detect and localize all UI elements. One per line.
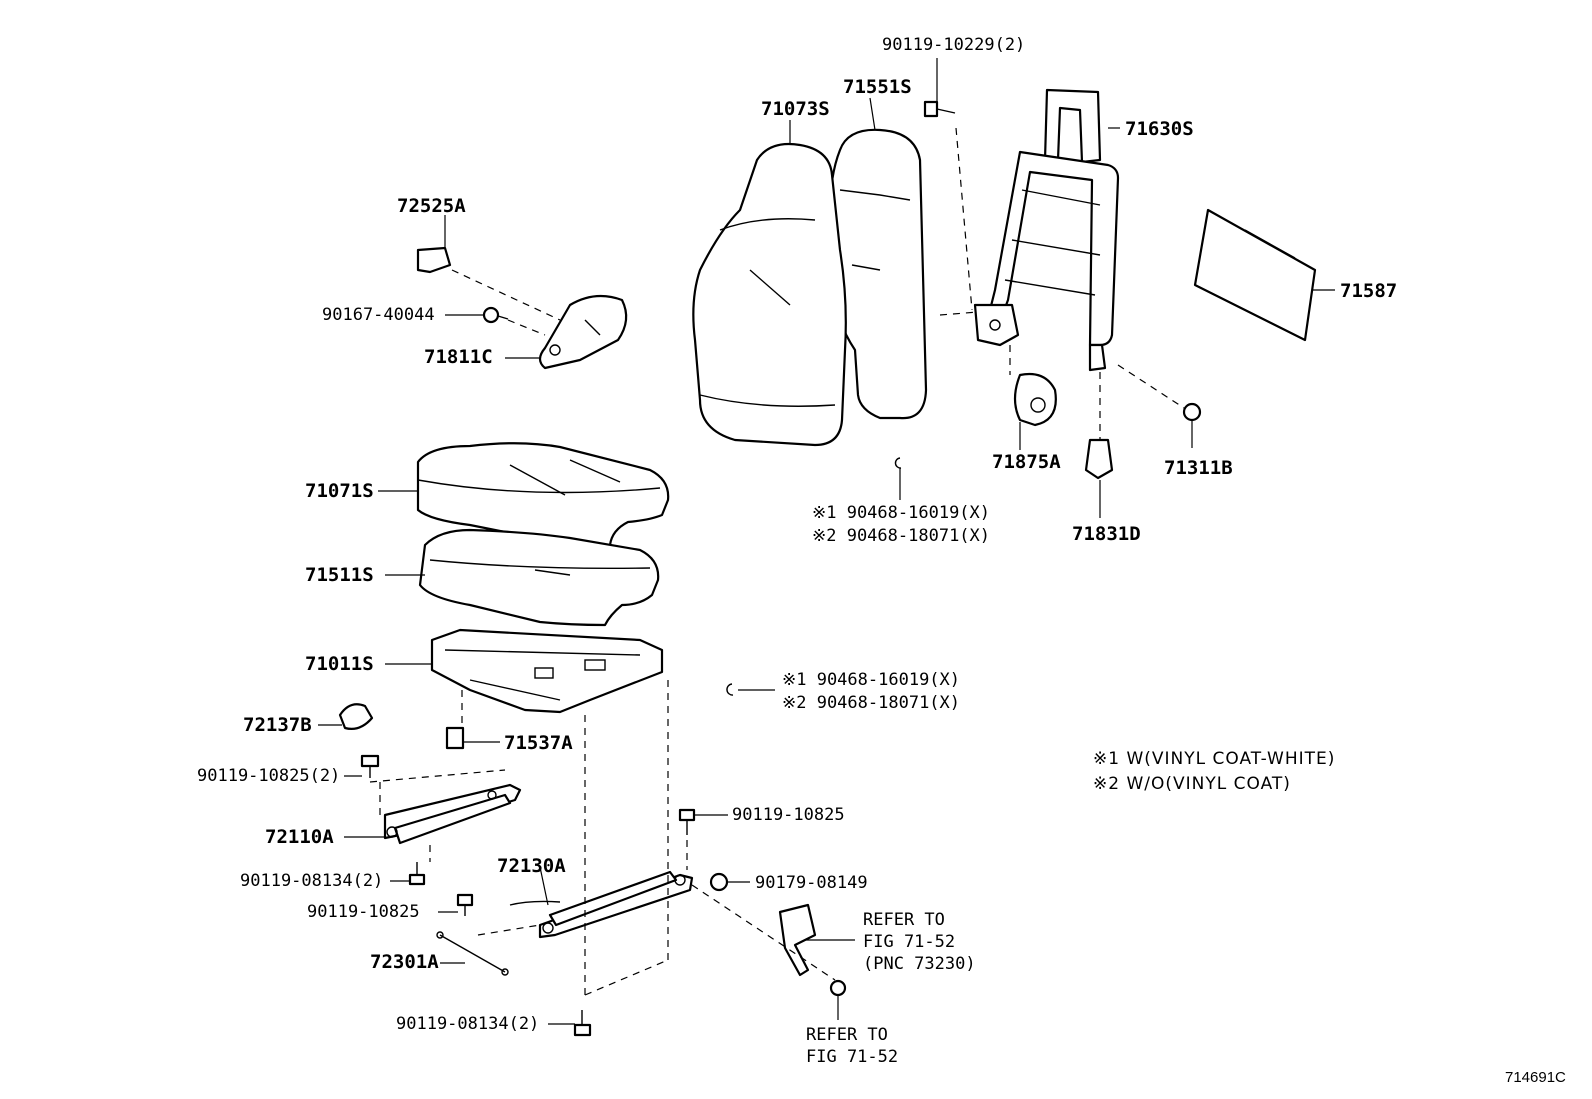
screw-90167-40044 [482,306,509,324]
cushion-cover-71071s [416,442,670,547]
label-refer-bolt-2: FIG 71-52 [806,1047,898,1067]
cable-72301a [436,931,509,976]
label-71011s: 71011S [305,653,374,675]
label-90119-10825-2: 90119-10825(2) [197,766,340,786]
label-71537a: 71537A [504,732,573,754]
refer-labels: REFER TO FIG 71-52 (PNC 73230) REFER TO … [806,910,976,1067]
label-71831d: 71831D [1072,523,1141,545]
label-back-grommet-2: ※2 90468-18071(X) [812,526,990,546]
label-72130a: 72130A [497,855,566,877]
label-72110a: 72110A [265,826,334,848]
figure-id: 714691C [1505,1069,1566,1086]
label-72301a: 72301A [370,951,439,973]
label-71811c: 71811C [424,346,493,368]
bolt-90119-08134-a [408,862,426,886]
bolt-90119-10229 [923,100,956,118]
label-90119-10825-c: 90119-10825 [307,902,420,922]
label-71071s: 71071S [305,480,374,502]
label-71311b: 71311B [1164,457,1233,479]
note-without-vinyl-coat: ※2 W/O(VINYL COAT) [1093,774,1291,794]
label-refer-belt-1: REFER TO [863,910,945,930]
grommet-labels: ※1 90468-16019(X) ※2 90468-18071(X) ※1 9… [782,503,990,713]
note-vinyl-coat-white: ※1 W(VINYL COAT-WHITE) [1093,749,1335,769]
part-labels: 90119-10229(2) 71551S 71073S 71630S 7252… [197,35,1397,1034]
grommet-cushion [726,683,734,696]
cap-72137b [338,703,374,730]
clip-71831d [1084,438,1114,518]
leader-lines [318,58,938,1025]
grommet-back [894,457,902,469]
cushion-frame-71011s [430,628,664,714]
label-90179-08149: 90179-08149 [755,873,868,893]
seat-adjuster-72110a [383,783,522,845]
label-71551s: 71551S [843,76,912,98]
label-cushion-grommet-2: ※2 90468-18071(X) [782,693,960,713]
recliner-cover-71875a [1013,372,1057,450]
bolt-90119-08134-b [573,1010,592,1037]
bumper-71537a [445,726,465,750]
label-90119-10825-b: 90119-10825 [732,805,845,825]
label-71587: 71587 [1340,280,1397,302]
nut-90179-08149 [709,872,729,892]
assembly-dashed-lines [369,127,1185,996]
label-refer-bolt-1: REFER TO [806,1025,888,1045]
bolt-90119-10825-c [456,893,474,916]
bolt-90119-10825-b [678,808,696,835]
label-72525a: 72525A [397,195,466,217]
label-90119-08134-2-b: 90119-08134(2) [396,1014,539,1034]
label-refer-belt-3: (PNC 73230) [863,954,976,974]
label-back-grommet-1: ※1 90468-16019(X) [812,503,990,523]
footnotes: ※1 W(VINYL COAT-WHITE) ※2 W/O(VINYL COAT… [1093,749,1335,794]
recliner-cover-71811c [538,294,628,370]
label-refer-belt-2: FIG 71-52 [863,932,955,952]
label-71073s: 71073S [761,98,830,120]
seat-belt-buckle [778,903,847,997]
label-90119-08134-2-a: 90119-08134(2) [240,871,383,891]
cover-72525a [416,215,452,274]
seatback-cover-71073s [692,142,847,447]
back-board-71587 [1193,208,1335,342]
label-90119-10229-2: 90119-10229(2) [882,35,1025,55]
label-71630s: 71630S [1125,118,1194,140]
label-90167-40044: 90167-40044 [322,305,435,325]
cushion-pad-71511s [418,528,660,627]
label-71875a: 71875A [992,451,1061,473]
label-cushion-grommet-1: ※1 90468-16019(X) [782,670,960,690]
label-71511s: 71511S [305,564,374,586]
label-72137b: 72137B [243,714,312,736]
seat-adjuster-72130a [509,870,694,939]
nut-71311b [1182,402,1202,448]
bolt-90119-10825-a [360,754,380,778]
seatback-frame-71630s [973,88,1120,372]
